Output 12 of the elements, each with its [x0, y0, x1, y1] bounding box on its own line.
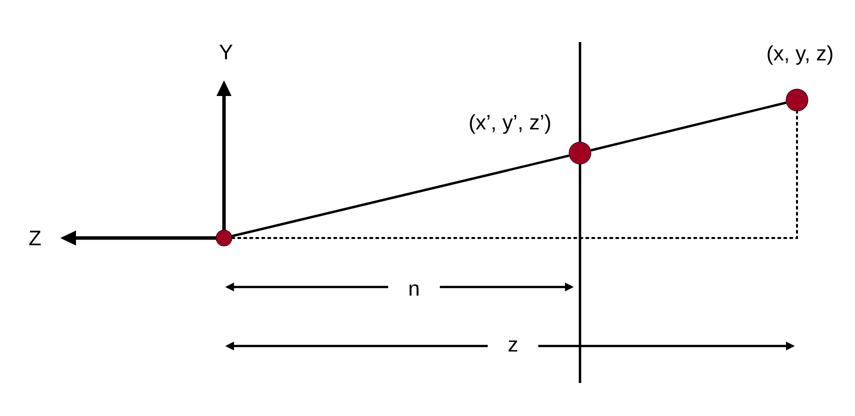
point-dot	[568, 142, 592, 164]
projection-line	[590, 102, 786, 152]
projection-line	[232, 154, 570, 238]
dotted-line	[231, 110, 798, 239]
point-dot	[216, 230, 232, 246]
point-label: (x, y, z)	[768, 45, 832, 65]
axis-label: Z	[29, 230, 41, 246]
point-label: (x’, y’, z’)	[470, 114, 550, 134]
dimension-label: n	[388, 283, 440, 297]
dimension-label: z	[488, 339, 538, 353]
point-dot	[786, 88, 808, 112]
axis-label: Y	[219, 44, 233, 60]
